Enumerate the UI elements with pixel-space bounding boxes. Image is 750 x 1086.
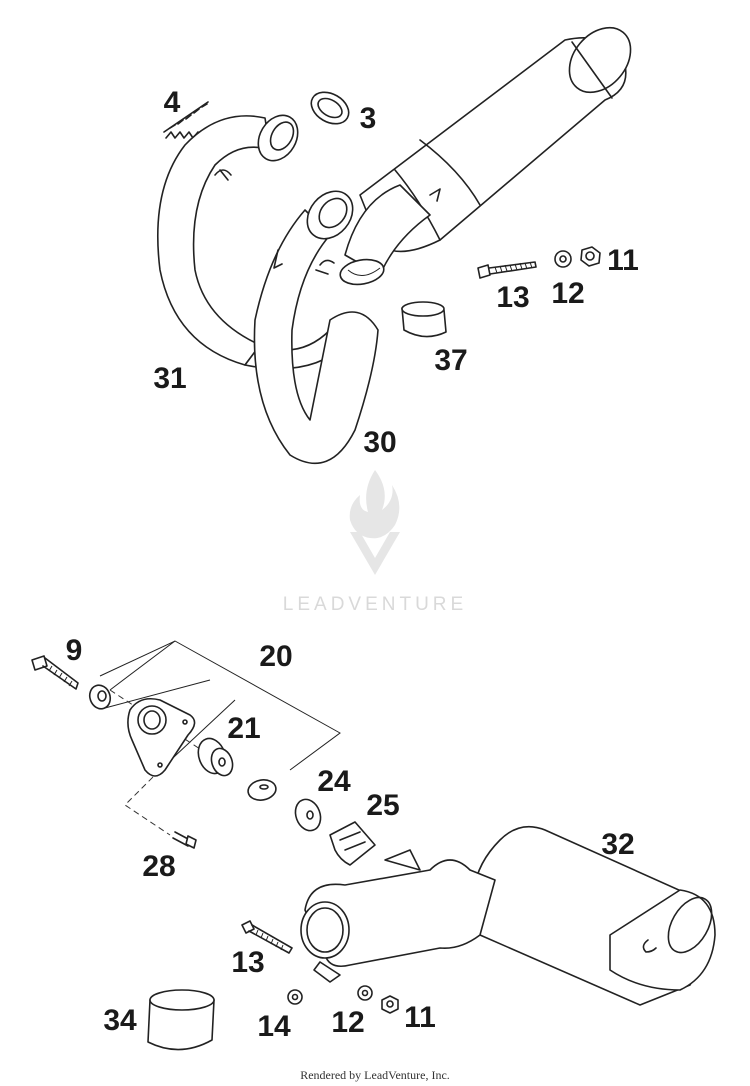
part-21-grommet [197,737,234,777]
leadventure-watermark: LEADVENTURE [283,470,467,615]
part-25-clip [329,821,376,866]
callout-21: 21 [227,712,260,745]
callout-25: 25 [366,789,399,822]
part-37-sleeve [401,301,447,338]
part-9-washer [88,684,112,710]
callout-12-bottom: 12 [331,1006,364,1039]
part-30-header-pipe [253,190,379,465]
part-12-washer-top [554,250,572,268]
part-13-bolt-top [477,261,537,279]
callout-37: 37 [434,344,467,377]
callout-11-top: 11 [607,244,639,277]
callout-12-top: 12 [551,277,584,310]
callout-24: 24 [317,765,351,798]
part-12-washer-bottom [357,985,373,1001]
footer-credit: Rendered by LeadVenture, Inc. [300,1068,450,1082]
part-24-washer [294,798,322,832]
part-11-nut-bottom [381,995,399,1014]
part-3-gasket [310,91,350,125]
callout-11-bottom: 11 [404,1001,436,1034]
callout-13-bottom: 13 [231,946,264,979]
part-9-bolt [31,655,79,690]
callout-20: 20 [259,640,292,673]
callout-9: 9 [66,634,83,667]
part-21-washer [247,779,277,801]
callout-31: 31 [153,362,186,395]
callout-13-top: 13 [496,281,529,314]
part-11-nut-top [580,246,601,267]
part-silencer-upper [359,26,632,253]
part-32-silencer [300,825,716,1006]
part-silencer-inlet [339,184,431,286]
callout-4: 4 [164,86,181,119]
part-34-sleeve [147,989,215,1051]
callout-32: 32 [601,828,634,861]
part-20-bracket [127,697,196,777]
callout-34: 34 [103,1004,137,1037]
callout-30: 30 [363,426,396,459]
callout-3: 3 [360,102,377,135]
callout-28: 28 [142,850,175,883]
part-13-bolt-bottom [241,920,293,954]
leader-lines-9-21 [99,640,341,771]
watermark-text: LEADVENTURE [283,594,467,615]
part-28-screw [172,831,197,849]
dashed-leader-28 [124,769,171,836]
callout-14: 14 [257,1010,291,1043]
part-14-washer [287,989,303,1005]
